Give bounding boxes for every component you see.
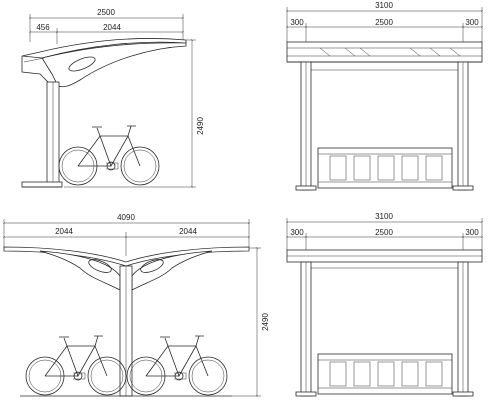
dim-double-height: 2490 [232, 247, 270, 397]
dim-text-overhang: 456 [36, 23, 50, 32]
dim-text-arm: 2044 [103, 23, 121, 32]
dim-overhang-arm: 456 2044 [29, 23, 184, 44]
bicycle-right [126, 335, 228, 396]
front-view-bottom: 3100 300 2500 300 [286, 212, 483, 397]
dim-text-right-margin: 300 [465, 18, 479, 27]
side-view-single: 2500 456 2044 2490 [21, 8, 205, 188]
dim-text-double-height: 2490 [261, 313, 270, 331]
left-bracket [39, 250, 121, 291]
base-plate [21, 181, 63, 188]
right-bracket [131, 250, 213, 291]
front-view-top: 3100 300 2500 300 [286, 1, 483, 191]
dim-front-widths-bottom: 3100 300 2500 300 [286, 212, 483, 250]
dim-text-bay: 2500 [375, 18, 393, 27]
roof-bracket [41, 42, 187, 88]
bicycle-left [25, 335, 127, 396]
dim-overall-width: 2500 [29, 8, 184, 42]
bicycle [58, 125, 160, 186]
double-roof [3, 246, 250, 267]
dim-text-bay-b: 2500 [375, 228, 393, 237]
dim-height: 2490 [64, 39, 205, 188]
dim-text-right-arm: 2044 [179, 227, 197, 236]
side-view-double: 4090 2044 2044 2490 [3, 213, 270, 397]
dim-text-left-margin-b: 300 [290, 228, 304, 237]
roof-edge [286, 41, 483, 63]
dim-text-front-overall: 3100 [375, 1, 393, 10]
dim-text-overall: 2500 [97, 8, 115, 17]
dim-double-widths: 4090 2044 2044 [3, 213, 250, 256]
dim-front-widths: 3100 300 2500 300 [286, 1, 483, 42]
bracket-cutout [68, 56, 96, 72]
dim-text-left-margin: 300 [290, 18, 304, 27]
bike-rack [317, 147, 453, 189]
dim-text-height: 2490 [196, 117, 205, 135]
roof-canopy [21, 38, 187, 59]
dim-text-left-arm: 2044 [55, 227, 73, 236]
dim-text-right-margin-b: 300 [465, 228, 479, 237]
dim-text-double-overall: 4090 [117, 213, 135, 222]
dim-text-front-overall-b: 3100 [375, 212, 393, 221]
bike-rack-b [317, 353, 453, 395]
